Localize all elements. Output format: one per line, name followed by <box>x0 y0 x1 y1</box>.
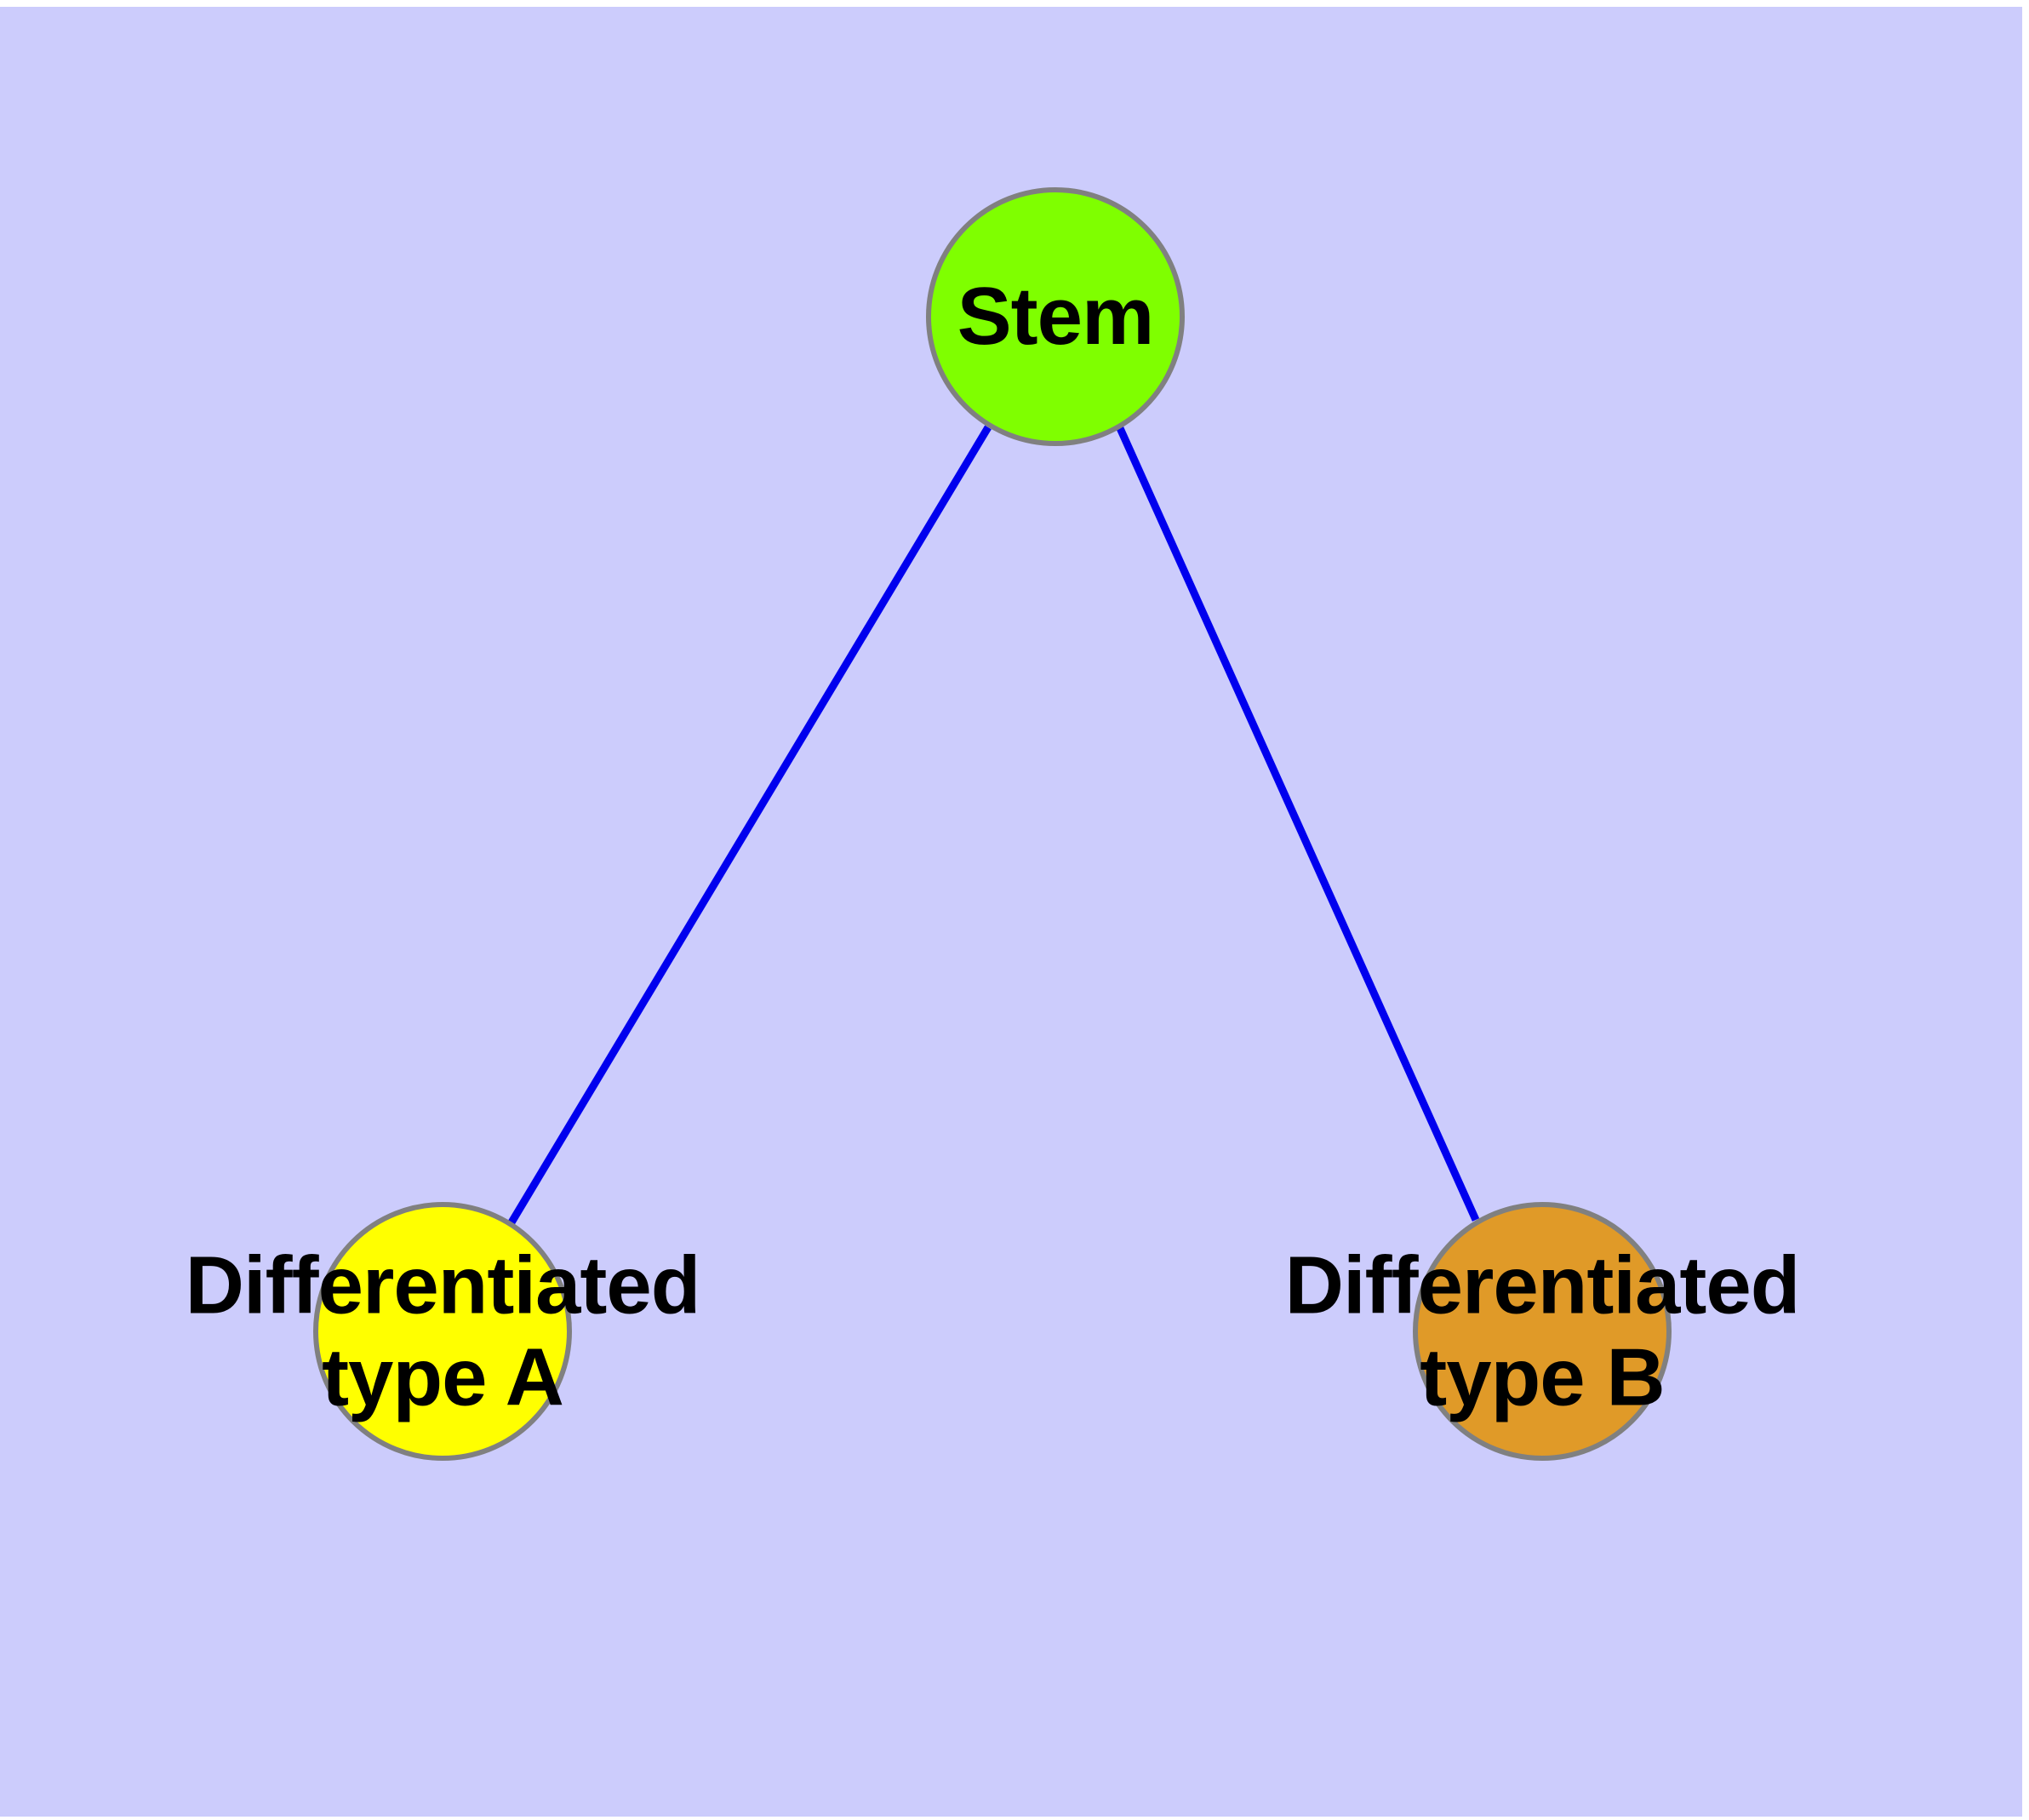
node-diff-a[interactable] <box>313 1202 572 1461</box>
edge-stem-to-diff-a[interactable] <box>508 425 992 1225</box>
node-group <box>313 187 1672 1461</box>
node-stem[interactable] <box>926 187 1185 446</box>
edge-stem-to-diff-b[interactable] <box>1116 426 1480 1222</box>
edge-group <box>508 425 1480 1225</box>
node-diff-b[interactable] <box>1413 1202 1672 1461</box>
